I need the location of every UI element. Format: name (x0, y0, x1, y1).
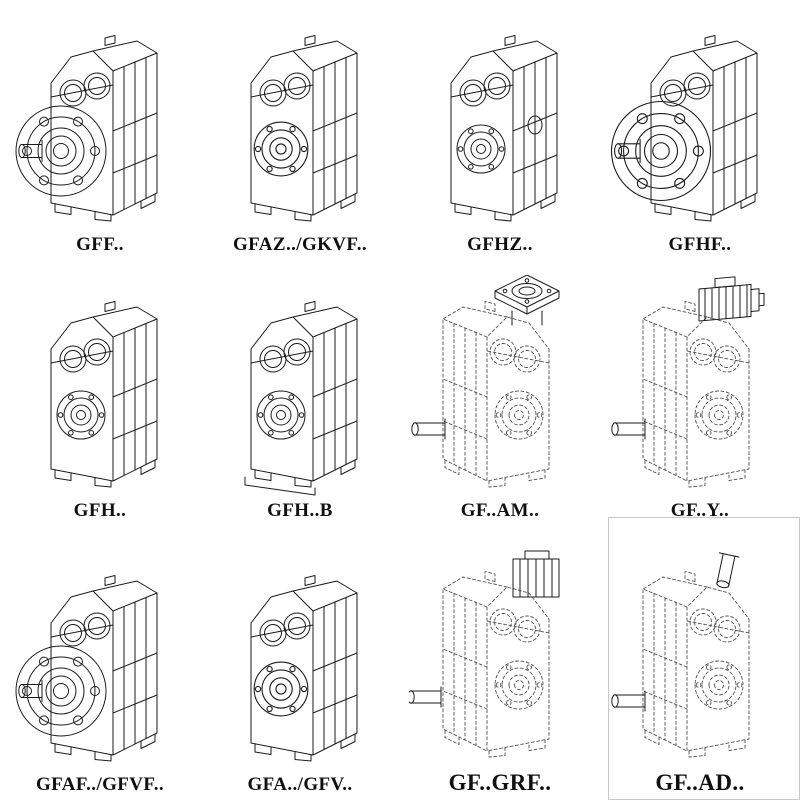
gearbox-drawing-input-shaft-icon (611, 552, 750, 758)
catalog-cell-gfhf: GFHF.. (600, 0, 800, 266)
gearbox-drawing-hollow-bore-icon (250, 575, 358, 762)
gearbox-drawing-adapter-flange-icon (411, 275, 560, 488)
model-label: GFHZ.. (467, 234, 533, 255)
gearbox-drawing-motor-mounted-icon (611, 275, 765, 488)
catalog-cell-gfaz-gkvf: GFAZ../GKVF.. (200, 0, 400, 266)
gearbox-drawing-base-plate-icon (244, 301, 358, 496)
catalog-cell-gfaf-gfvf: GFAF../GFVF.. (0, 532, 200, 800)
catalog-cell-gff: GFF.. (0, 0, 200, 266)
model-label: GF..Y.. (670, 500, 730, 521)
gearbox-drawing-bore-side-cover-icon (450, 35, 558, 222)
catalog-cell-gfa-gfv: GFA../GFV.. (200, 532, 400, 800)
model-label: GFHF.. (668, 234, 732, 255)
model-label: GFAF../GFVF.. (35, 774, 164, 795)
catalog-cell-gfh-b: GFH..B (200, 266, 400, 532)
model-label: GF..AM.. (460, 500, 540, 521)
base-plate (244, 476, 316, 496)
gearbox-drawing-large-flange-icon (610, 35, 758, 222)
catalog-cell-gfh: GFH.. (0, 266, 200, 532)
catalog-cell-gf-y: GF..Y.. (600, 266, 800, 532)
model-label: GFA../GFV.. (247, 774, 353, 795)
gearbox-drawing-flange-shaft-icon (15, 575, 158, 762)
catalog-cell-gfhz: GFHZ.. (400, 0, 600, 266)
model-label: GFF.. (76, 234, 124, 255)
gearbox-drawing-flange-shaft-icon (15, 35, 158, 222)
model-label: GFAZ../GKVF.. (233, 234, 367, 255)
model-label: GFH.. (73, 500, 127, 521)
model-label: GFH..B (267, 500, 333, 521)
catalog-cell-gf-am: GF..AM.. (400, 266, 600, 532)
model-label: GF..GRF.. (448, 770, 552, 795)
gearbox-drawing-gear-adapter-icon (409, 550, 560, 758)
catalog-cell-gf-grf: GF..GRF.. (400, 532, 600, 800)
model-label: GF..AD.. (655, 770, 745, 795)
catalog-cell-gf-ad: GF..AD.. (600, 532, 800, 800)
gearbox-drawing-foot-mounted-icon (50, 301, 158, 488)
gearbox-drawing-hollow-bore-icon (250, 35, 358, 222)
side-cover-circle (527, 115, 543, 135)
